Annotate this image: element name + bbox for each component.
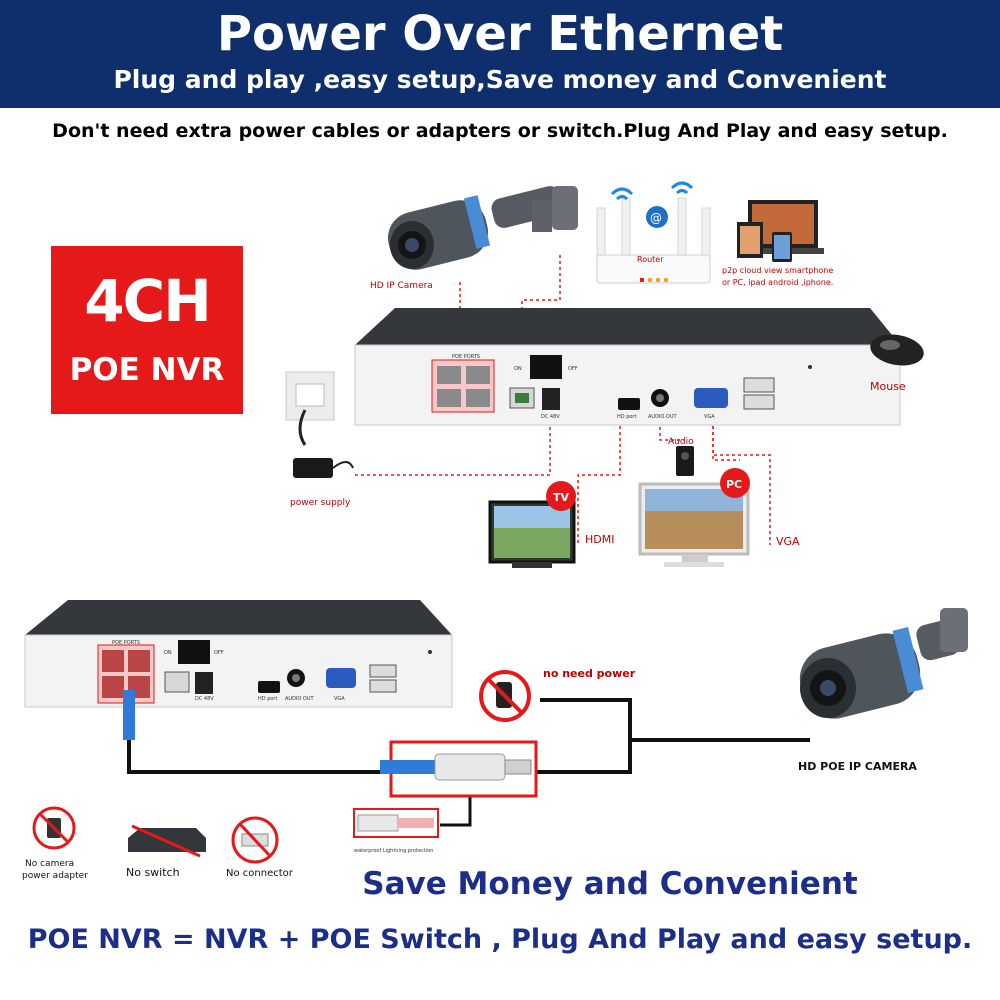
devices-icon <box>737 200 824 262</box>
top-poe-ports-label: POE PORTS <box>452 354 480 360</box>
info-line: Don't need extra power cables or adapter… <box>52 120 948 142</box>
tv-badge: TV <box>553 491 570 504</box>
bottom-vga-port-label: VGA <box>334 696 345 702</box>
no-connector-icon <box>231 816 279 864</box>
svg-text:@: @ <box>650 211 662 225</box>
top-hd-port-label: HD port <box>617 414 636 420</box>
ethernet-cable <box>123 690 810 827</box>
tv-icon <box>488 481 576 568</box>
mouse-icon <box>870 334 924 366</box>
header-banner <box>0 0 1000 108</box>
no-adapter-line-1: No camera <box>25 859 74 869</box>
no-power-adapter-icon <box>479 670 531 722</box>
badge-line-2: POE NVR <box>69 352 225 388</box>
formula-text: POE NVR = NVR + POE Switch , Plug And Pl… <box>27 924 973 955</box>
p2p-line-2: or PC, ipad android ,iphone. <box>722 278 833 287</box>
top-off-label: OFF <box>568 366 578 372</box>
no-need-power-label: no need power <box>543 667 636 680</box>
no-switch-label: No switch <box>126 866 180 879</box>
badge-line-1: 4CH <box>84 267 211 335</box>
audio-speaker-icon <box>676 446 694 476</box>
banner-subtitle: Plug and play ,easy setup,Save money and… <box>113 65 887 94</box>
bottom-audio-out-label: AUDIO OUT <box>285 696 315 702</box>
no-adapter-line-2: power adapter <box>22 871 88 881</box>
poe-camera-label: HD POE IP CAMERA <box>798 760 917 773</box>
waterproof-cap-icon <box>353 808 439 838</box>
waterproof-connector <box>380 740 538 798</box>
p2p-line-1: p2p cloud view smartphone <box>722 266 833 275</box>
waterproof-label: waterproof Lightning protection <box>354 848 433 854</box>
bottom-off-label: OFF <box>214 650 224 656</box>
bottom-poe-camera-icon <box>799 608 968 719</box>
pc-monitor-icon <box>638 468 750 567</box>
top-nvr-device <box>354 308 901 426</box>
top-camera-label: HD IP Camera <box>370 281 433 291</box>
audio-label: Audio <box>668 437 694 447</box>
nvr-badge: 4CH POE NVR <box>51 246 243 414</box>
pc-badge: PC <box>726 478 742 491</box>
banner-title: Power Over Ethernet <box>216 6 784 62</box>
power-supply-label: power supply <box>290 498 351 508</box>
bottom-nvr-device <box>24 600 453 708</box>
bottom-poe-ports-label: POE PORTS <box>112 640 140 646</box>
hdmi-label: HDMI <box>585 533 614 546</box>
no-adapter-icon <box>32 806 76 850</box>
vga-label: VGA <box>776 535 800 548</box>
no-switch-icon <box>128 824 206 858</box>
no-connector-label: No connector <box>226 868 294 879</box>
bottom-hd-port-label: HD port <box>258 696 277 702</box>
top-vga-port-label: VGA <box>704 414 715 420</box>
top-on-label: ON <box>514 366 522 372</box>
router-label: Router <box>637 255 664 264</box>
bottom-on-label: ON <box>164 650 172 656</box>
power-supply-icon <box>285 371 354 478</box>
router-icon: @ <box>596 181 711 284</box>
top-dc-label: DC 48V <box>541 414 560 420</box>
top-audio-out-label: AUDIO OUT <box>648 414 678 420</box>
mouse-label: Mouse <box>870 380 906 393</box>
save-money-text: Save Money and Convenient <box>362 866 858 902</box>
top-ip-camera-icon <box>387 186 578 270</box>
bottom-dc-label: DC 48V <box>195 696 214 702</box>
